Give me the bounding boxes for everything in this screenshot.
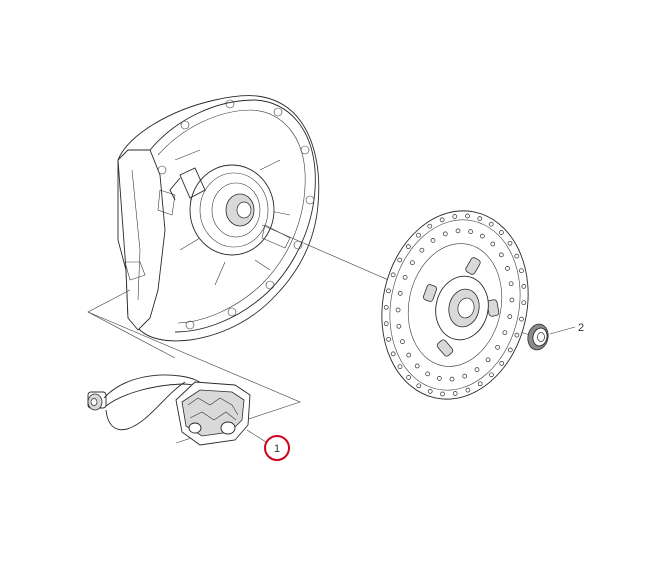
rivet-hole: [499, 230, 504, 235]
rivet-hole: [452, 391, 458, 396]
rivet-hole: [477, 216, 483, 221]
rivet-hole: [495, 344, 500, 350]
rivet-hole: [468, 229, 473, 234]
rivet-hole: [390, 351, 396, 357]
rivet-hole: [474, 367, 480, 372]
rivet-hole: [439, 217, 445, 223]
rivet-hole: [410, 260, 415, 266]
rivet-hole: [396, 323, 402, 329]
rivet-hole: [514, 253, 520, 259]
rivet-hole: [521, 284, 527, 289]
callout-2[interactable]: 2: [549, 322, 584, 335]
rivet-hole: [437, 376, 442, 381]
rivet-hole: [386, 288, 391, 294]
callout-1[interactable]: 1: [246, 429, 290, 461]
clutch-disc[interactable]: [365, 197, 545, 413]
pilot-bearing[interactable]: [526, 322, 551, 352]
rivet-hole: [507, 240, 513, 246]
rivet-hole: [465, 387, 471, 393]
disc-rivet-holes: [383, 213, 527, 397]
rivet-hole: [485, 357, 491, 363]
rivet-hole: [498, 252, 504, 258]
rivet-hole: [383, 321, 389, 326]
rivet-hole: [507, 314, 513, 319]
rivet-hole: [427, 389, 433, 394]
rivet-hole: [440, 391, 445, 397]
rivet-hole: [499, 361, 505, 366]
rivet-hole: [514, 332, 520, 338]
rivet-hole: [425, 371, 430, 377]
rivet-hole: [416, 232, 421, 238]
rivet-hole: [416, 383, 422, 389]
rivet-hole: [402, 274, 408, 280]
rivet-hole: [397, 291, 403, 296]
rivet-hole: [427, 223, 433, 229]
sensor-switch-assembly[interactable]: [87, 374, 251, 446]
rivet-hole: [414, 363, 420, 369]
rivet-hole: [521, 300, 527, 306]
rivet-hole: [455, 228, 461, 234]
damper-springs: [423, 257, 500, 357]
rivet-hole: [400, 339, 405, 344]
rivet-hole: [406, 375, 411, 380]
rivet-hole: [502, 330, 508, 336]
rivet-hole: [452, 214, 458, 219]
rivet-hole: [505, 266, 510, 271]
rivet-hole: [519, 268, 524, 274]
rivet-hole: [519, 316, 524, 322]
rivet-hole: [462, 373, 468, 379]
rivet-hole: [490, 241, 496, 247]
callout-1-highlight-ring: [264, 435, 290, 461]
rivet-hole: [488, 221, 494, 227]
rivet-hole: [397, 257, 403, 263]
rivet-hole: [386, 336, 391, 342]
rivet-hole: [405, 244, 411, 249]
callout-1-label: 1: [274, 443, 280, 455]
rivet-hole: [383, 304, 389, 310]
rivet-hole: [507, 347, 513, 353]
rivet-hole: [430, 238, 436, 243]
rivet-hole: [509, 297, 515, 303]
rivet-hole: [465, 213, 470, 219]
rivet-hole: [442, 231, 448, 237]
rivet-hole: [397, 364, 403, 370]
rivet-hole: [395, 307, 401, 313]
rivet-hole: [508, 281, 514, 287]
rivet-hole: [390, 272, 396, 278]
clutch-housing[interactable]: [117, 95, 320, 342]
rivet-hole: [449, 376, 455, 382]
rivet-hole: [419, 247, 425, 253]
rivet-hole: [480, 233, 485, 239]
rivet-hole: [406, 352, 412, 358]
rivet-hole: [489, 372, 494, 378]
callout-2-label: 2: [578, 322, 584, 334]
rivet-hole: [477, 381, 483, 387]
